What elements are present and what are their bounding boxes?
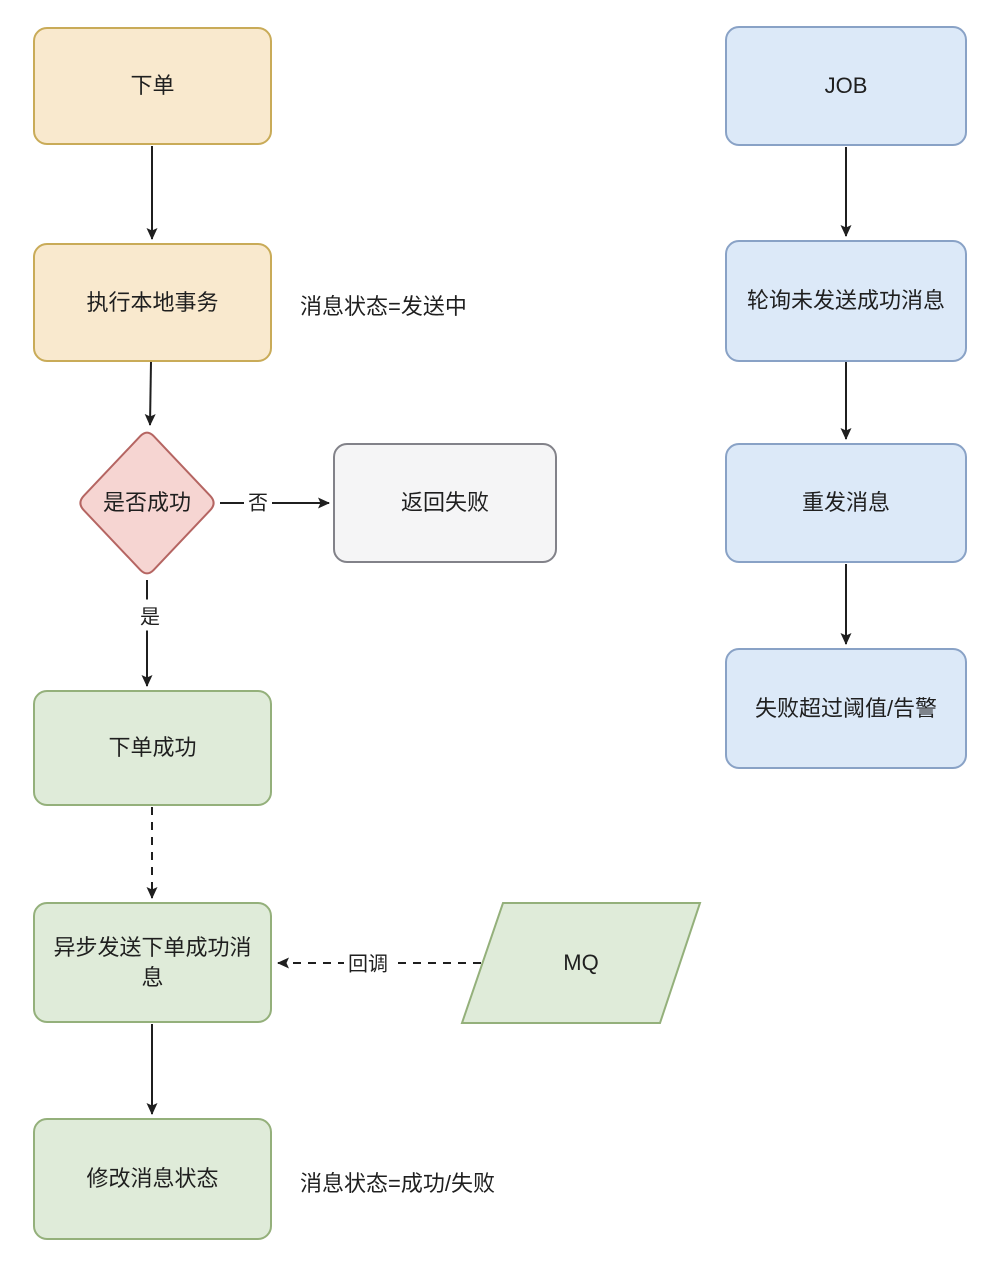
node-job: JOB	[725, 26, 967, 146]
decision-is-success-label: 是否成功	[102, 490, 191, 516]
node-async-send-order-success-message-label: 异步发送下单成功消息	[53, 934, 252, 990]
node-order-success: 下单成功	[33, 690, 272, 806]
edge-label-yes: 是	[136, 599, 164, 631]
mq-parallelogram-shape	[460, 902, 702, 1024]
arrow-exec-local-to-decision	[144, 361, 156, 426]
node-resend-message-label: 重发消息	[801, 490, 890, 516]
node-poll-unsent-success-messages: 轮询未发送成功消息	[725, 240, 967, 362]
annotation-message-status-result: 消息状态=成功/失败	[300, 1171, 495, 1196]
node-order-success-label: 下单成功	[108, 735, 197, 761]
node-place-order: 下单	[33, 27, 272, 145]
edge-label-callback: 回调	[344, 946, 392, 978]
node-mq-label: MQ	[563, 950, 599, 976]
node-exec-local-transaction: 执行本地事务	[33, 243, 272, 362]
node-modify-message-status-label: 修改消息状态	[86, 1166, 219, 1192]
node-return-failure: 返回失败	[333, 443, 557, 563]
node-async-send-order-success-message: 异步发送下单成功消息	[33, 902, 272, 1023]
node-modify-message-status: 修改消息状态	[33, 1118, 272, 1240]
node-exec-local-transaction-label: 执行本地事务	[86, 289, 219, 315]
node-resend-message: 重发消息	[725, 443, 967, 563]
node-poll-unsent-success-messages-label: 轮询未发送成功消息	[746, 288, 945, 314]
node-failure-threshold-alert: 失败超过阈值/告警	[725, 648, 967, 769]
node-job-label: JOB	[824, 73, 868, 99]
decision-is-success: 是否成功	[77, 429, 217, 577]
node-mq: MQ	[481, 903, 681, 1023]
edge-label-no: 否	[244, 485, 272, 517]
node-place-order-label: 下单	[130, 73, 175, 99]
node-failure-threshold-alert-label: 失败超过阈值/告警	[754, 695, 938, 721]
node-return-failure-label: 返回失败	[400, 490, 489, 516]
decision-diamond-shape	[79, 431, 215, 575]
annotation-message-status-sending: 消息状态=发送中	[300, 294, 467, 319]
